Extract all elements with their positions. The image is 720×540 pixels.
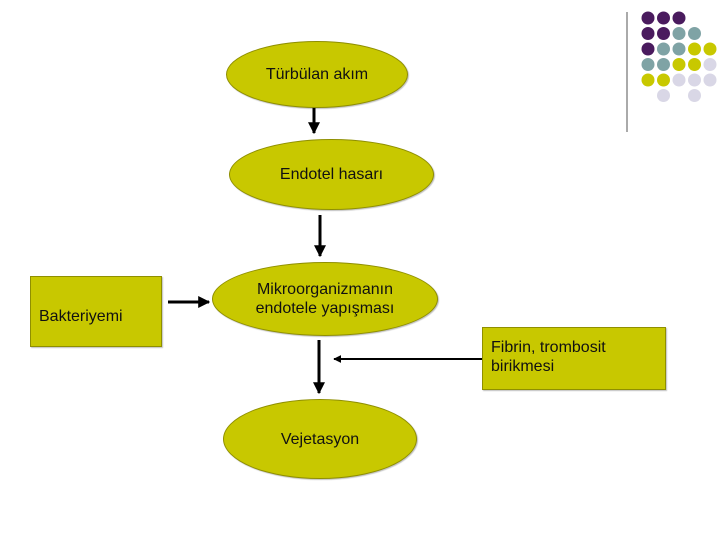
decorative-dot <box>672 27 686 40</box>
decorative-dot <box>672 11 686 25</box>
decorative-dot <box>641 11 655 25</box>
decorative-dot <box>641 58 655 71</box>
decorative-dot <box>688 73 701 87</box>
decorative-dot <box>688 42 701 56</box>
decorative-dot <box>703 73 717 87</box>
decorative-dot <box>688 89 701 102</box>
decorative-dot <box>657 11 670 25</box>
node-endothelial-damage-label: Endotel hasarı <box>279 166 384 183</box>
node-vegetation: Vejetasyon <box>223 399 417 479</box>
decorative-dot <box>688 27 701 40</box>
decorative-dot <box>657 27 670 40</box>
decorative-dot <box>672 73 686 87</box>
decorative-dot <box>657 58 670 71</box>
decorative-dot <box>703 58 717 71</box>
decorative-dot <box>657 89 670 102</box>
node-endothelial-damage: Endotel hasarı <box>229 139 434 210</box>
decorative-dot <box>672 58 686 71</box>
node-microorganism-adhesion: Mikroorganizmanın endotele yapışması <box>212 262 438 336</box>
decorative-dot <box>641 42 655 56</box>
node-turbulent-flow-label: Türbülan akım <box>265 66 369 83</box>
decorative-dot <box>641 27 655 40</box>
node-microorganism-adhesion-label: Mikroorganizmanın endotele yapışması <box>255 281 395 317</box>
node-vegetation-label: Vejetasyon <box>280 430 360 448</box>
node-turbulent-flow: Türbülan akım <box>226 41 408 108</box>
decorative-dot <box>703 42 717 56</box>
decorative-dot <box>641 73 655 87</box>
node-bacteremia-label: Bakteriyemi <box>39 308 123 325</box>
node-fibrin-platelet: Fibrin, trombosit birikmesi <box>482 327 666 390</box>
decorative-dot <box>657 42 670 56</box>
node-bacteremia: Bakteriyemi <box>30 276 162 347</box>
decorative-dot <box>672 42 686 56</box>
node-fibrin-platelet-label: Fibrin, trombosit birikmesi <box>491 339 606 375</box>
decorative-dot <box>657 73 670 87</box>
decorative-dot <box>688 58 701 71</box>
